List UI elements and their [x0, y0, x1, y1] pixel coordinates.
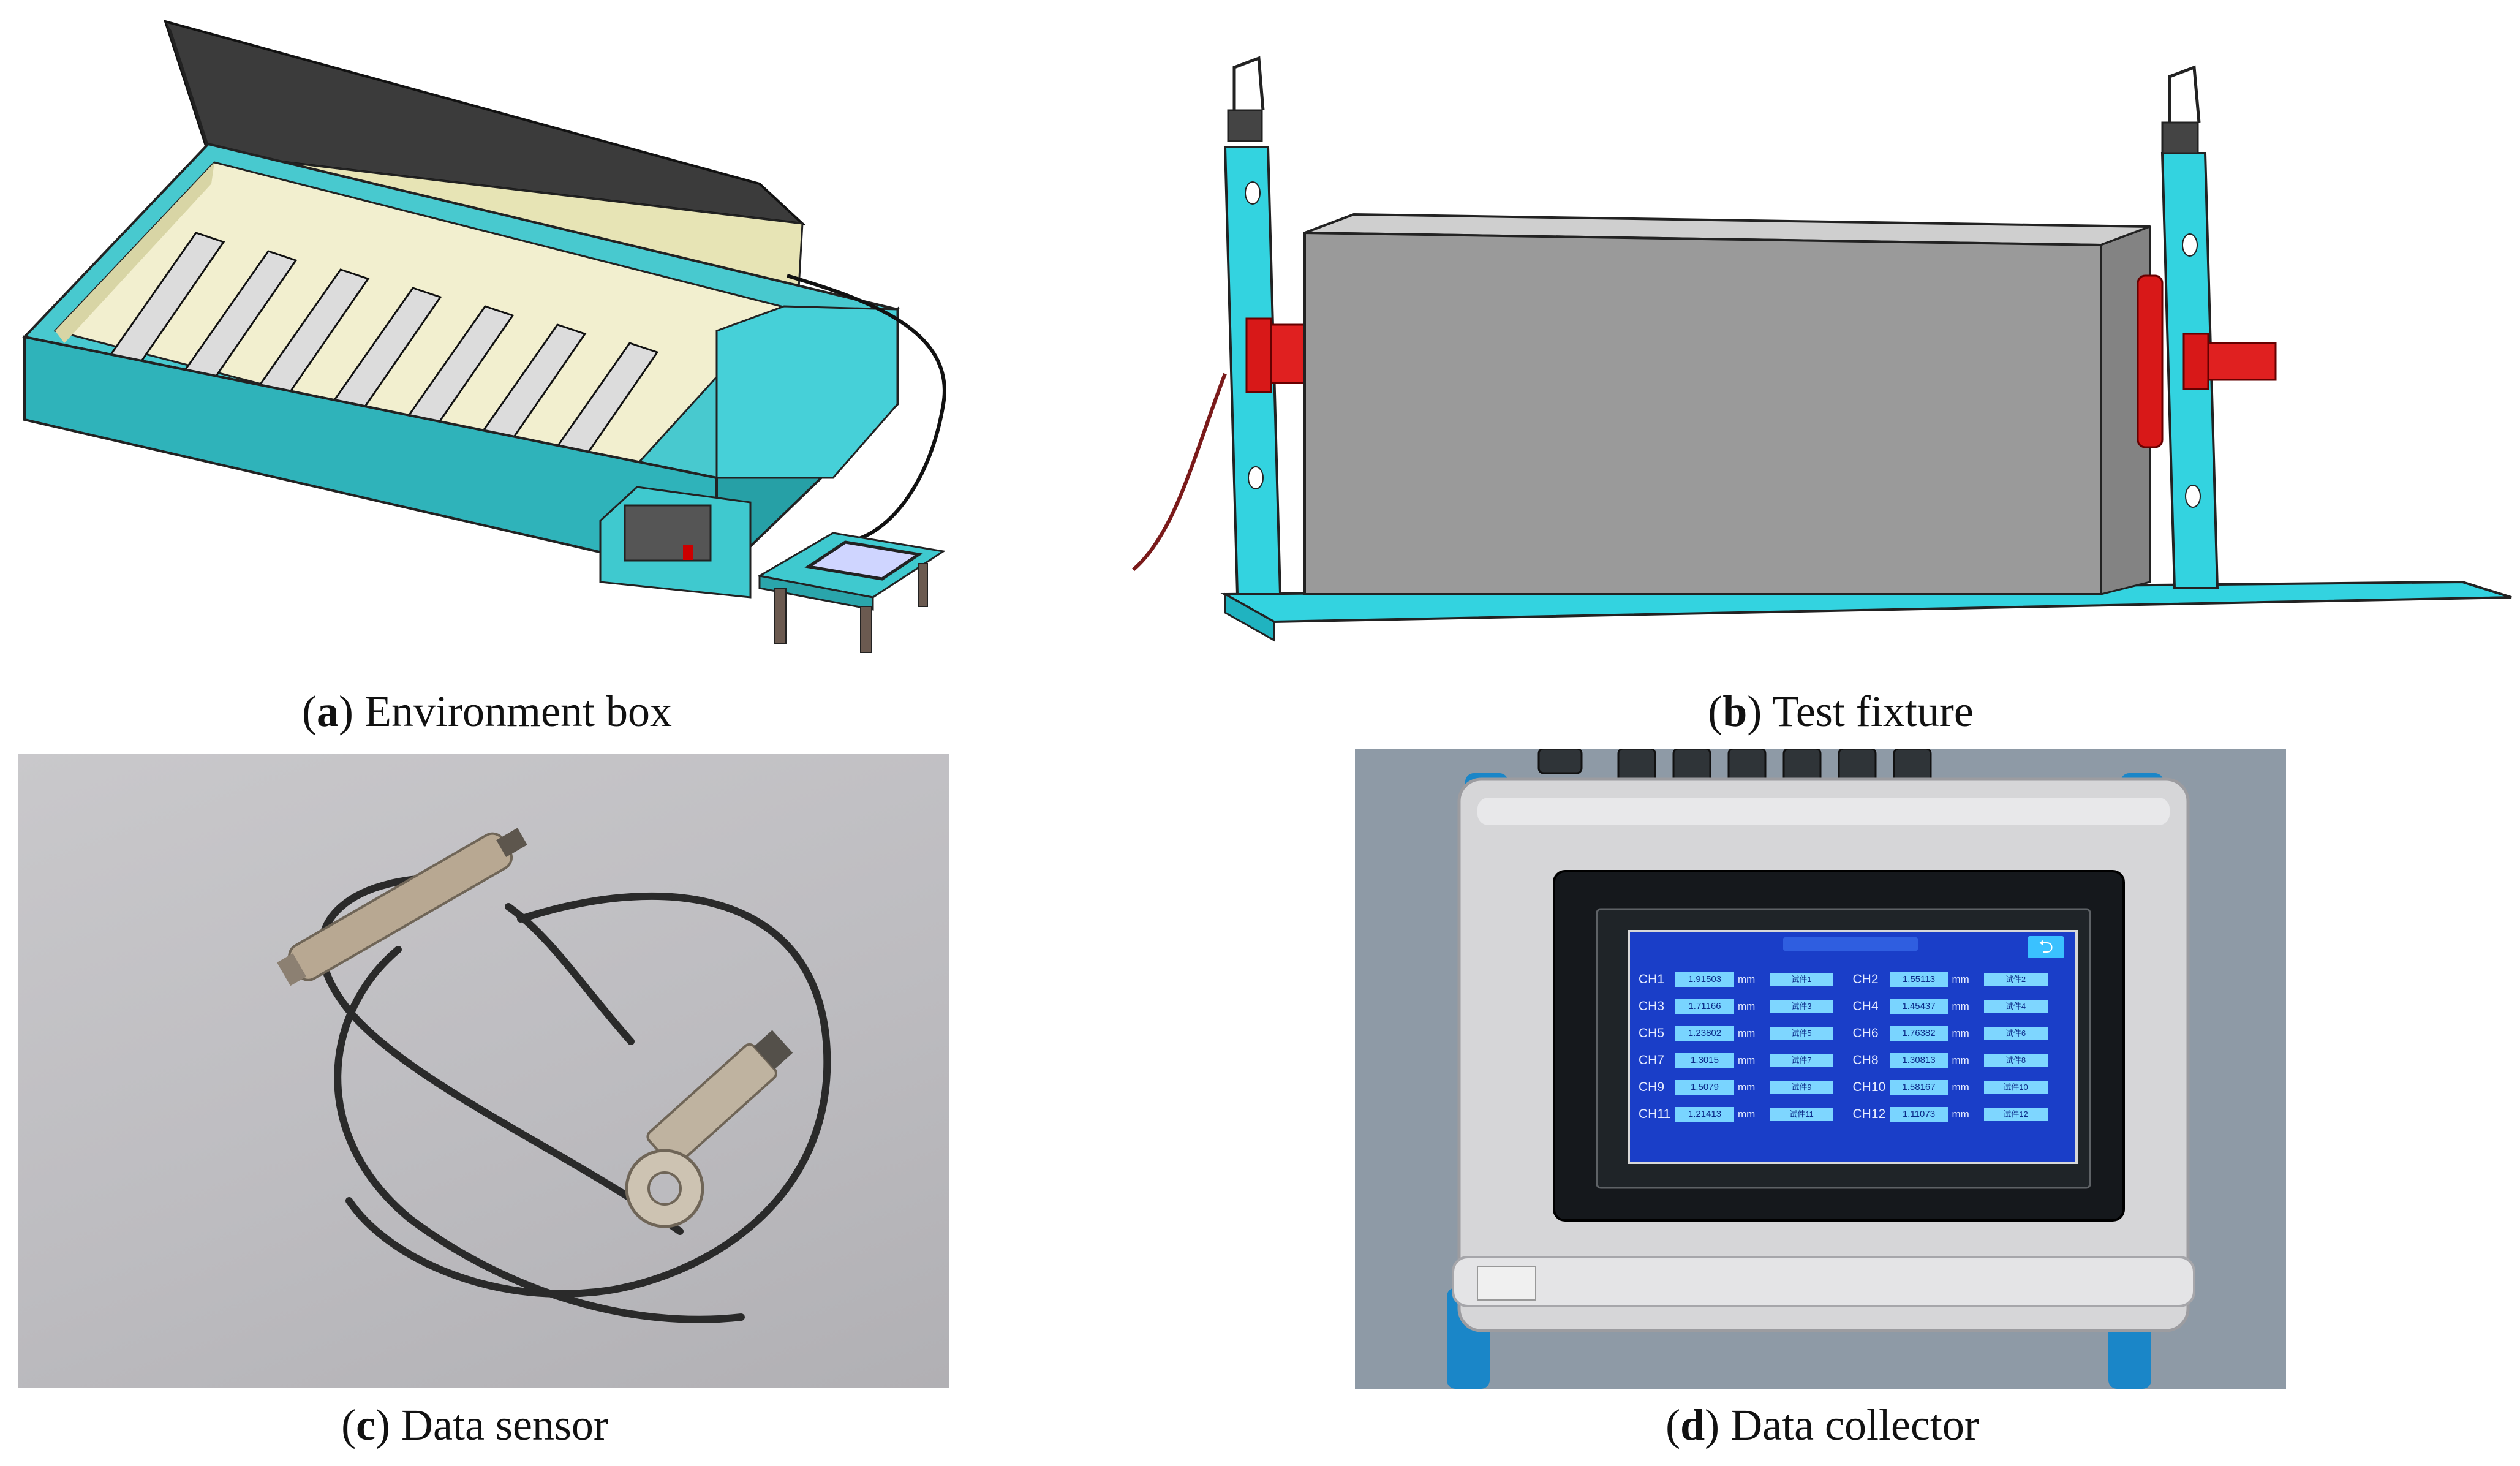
- data-sensor-photo: [18, 754, 949, 1388]
- channel-cell: CH11 1.21413 mm 试件11: [1639, 1107, 1853, 1122]
- channel-value: 1.45437: [1889, 999, 1948, 1014]
- specimen-button[interactable]: 试件1: [1770, 973, 1833, 986]
- channel-row: CH7 1.3015 mm 试件7 CH8 1.30813 mm 试件8: [1639, 1049, 2067, 1072]
- channel-label: CH7: [1639, 1053, 1665, 1067]
- channel-value: 1.55113: [1889, 972, 1948, 987]
- channel-cell: CH2 1.55113 mm 试件2: [1853, 972, 2067, 987]
- specimen-button[interactable]: 试件7: [1770, 1054, 1833, 1067]
- channel-value: 1.23802: [1675, 1026, 1734, 1041]
- channel-row: CH5 1.23802 mm 试件5 CH6 1.76382 mm 试件6: [1639, 1022, 2067, 1045]
- channel-unit: mm: [1738, 1000, 1756, 1012]
- channel-cell: CH1 1.91503 mm 试件1: [1639, 972, 1853, 987]
- channel-label: CH5: [1639, 1026, 1665, 1040]
- channel-label: CH2: [1852, 972, 1879, 986]
- channel-unit: mm: [1952, 973, 1969, 985]
- channel-unit: mm: [1952, 1027, 1969, 1039]
- channel-unit: mm: [1738, 973, 1756, 985]
- channel-label: CH11: [1639, 1107, 1671, 1121]
- channel-cell: CH7 1.3015 mm 试件7: [1639, 1053, 1853, 1068]
- sensor-drawing: [277, 828, 831, 1323]
- caption-c: (c) Data sensor: [341, 1400, 608, 1449]
- channel-value: 1.30813: [1889, 1053, 1948, 1068]
- channel-cell: CH4 1.45437 mm 试件4: [1853, 999, 2067, 1014]
- channel-unit: mm: [1952, 1000, 1969, 1012]
- screen-title-bar: [1783, 937, 1918, 951]
- test-fixture-illustration: [1121, 55, 2520, 643]
- channel-unit: mm: [1952, 1081, 1969, 1093]
- environment-box-illustration: [12, 12, 968, 662]
- specimen-button[interactable]: 试件3: [1770, 1000, 1833, 1013]
- channel-label: CH3: [1639, 999, 1665, 1013]
- channel-row: CH3 1.71166 mm 试件3 CH4 1.45437 mm 试件4: [1639, 995, 2067, 1018]
- specimen-button[interactable]: 试件9: [1770, 1081, 1833, 1094]
- channel-unit: mm: [1952, 1108, 1969, 1120]
- channel-unit: mm: [1952, 1054, 1969, 1066]
- channel-label: CH6: [1852, 1026, 1879, 1040]
- channel-value: 1.58167: [1889, 1080, 1948, 1095]
- specimen-button[interactable]: 试件2: [1983, 973, 2048, 986]
- channel-value: 1.91503: [1675, 972, 1734, 987]
- channel-label: CH4: [1852, 999, 1879, 1013]
- caption-a: (a) Environment box: [302, 687, 672, 736]
- channel-row: CH1 1.91503 mm 试件1 CH2 1.55113 mm 试件2: [1639, 968, 2067, 991]
- channel-cell: CH9 1.5079 mm 试件9: [1639, 1080, 1853, 1095]
- channel-unit: mm: [1738, 1054, 1756, 1066]
- specimen-button[interactable]: 试件12: [1983, 1108, 2048, 1121]
- channel-label: CH10: [1852, 1080, 1886, 1094]
- channel-value: 1.11073: [1889, 1107, 1948, 1122]
- channel-value: 1.76382: [1889, 1026, 1948, 1041]
- channel-value: 1.3015: [1675, 1053, 1734, 1068]
- specimen-button[interactable]: 试件8: [1983, 1054, 2048, 1067]
- channel-value: 1.5079: [1675, 1080, 1734, 1095]
- channel-unit: mm: [1738, 1081, 1756, 1093]
- specimen-button[interactable]: 试件4: [1983, 1000, 2048, 1013]
- channel-cell: CH8 1.30813 mm 试件8: [1853, 1053, 2067, 1068]
- channel-unit: mm: [1738, 1108, 1756, 1120]
- specimen-button[interactable]: 试件6: [1983, 1027, 2048, 1040]
- specimen-button[interactable]: 试件10: [1983, 1081, 2048, 1094]
- back-arrow-icon[interactable]: ⮌: [2028, 936, 2064, 958]
- specimen-button[interactable]: 试件11: [1770, 1108, 1833, 1121]
- specimen-button[interactable]: 试件5: [1770, 1027, 1833, 1040]
- channel-label: CH8: [1852, 1053, 1879, 1067]
- caption-b: (b) Test fixture: [1708, 687, 1974, 736]
- channel-unit: mm: [1738, 1027, 1756, 1039]
- channel-label: CH1: [1639, 972, 1665, 986]
- channel-value: 1.21413: [1675, 1107, 1734, 1122]
- caption-d: (d) Data collector: [1666, 1400, 1979, 1449]
- channel-label: CH9: [1639, 1080, 1665, 1094]
- test-fixture-drawing: [1132, 56, 2512, 642]
- channel-cell: CH5 1.23802 mm 试件5: [1639, 1026, 1853, 1041]
- channel-value: 1.71166: [1675, 999, 1734, 1014]
- channel-cell: CH6 1.76382 mm 试件6: [1853, 1026, 2067, 1041]
- channel-label: CH12: [1852, 1107, 1886, 1121]
- channel-cell: CH3 1.71166 mm 试件3: [1639, 999, 1853, 1014]
- environment-box-drawing: [22, 20, 946, 653]
